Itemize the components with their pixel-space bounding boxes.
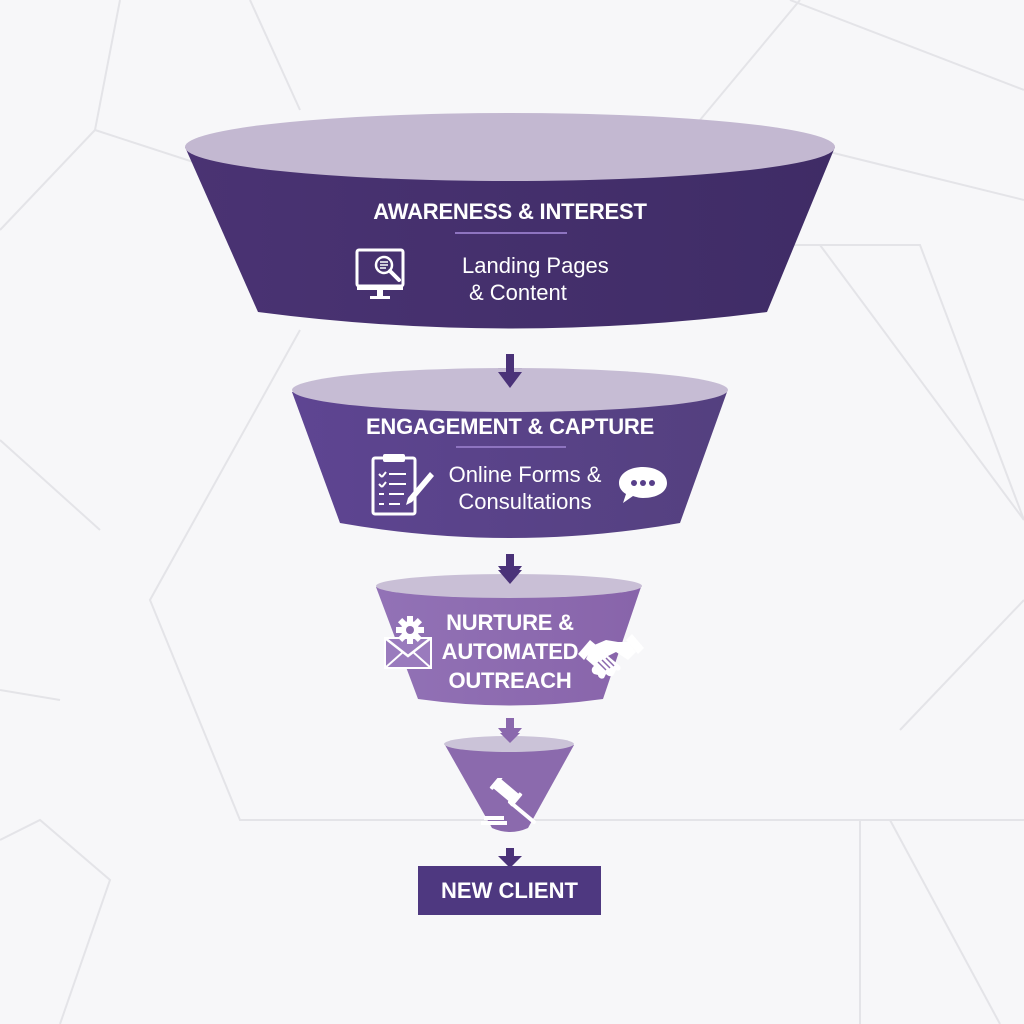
stage-1-subtitle-line1: Landing Pages	[462, 253, 609, 278]
funnel-stage-1-shape	[185, 113, 835, 329]
handshake-icon	[578, 634, 644, 679]
stage-3-title-line2: AUTOMATED	[441, 639, 579, 664]
new-client-label: NEW CLIENT	[441, 877, 578, 903]
gavel-icon	[481, 778, 536, 825]
stage-2-divider	[456, 446, 566, 448]
funnel-stage-3-shape	[376, 570, 642, 706]
stage-2-subtitle: Online Forms & Consultations	[440, 461, 610, 515]
stage-2-subtitle-line1: Online Forms &	[448, 462, 602, 487]
new-client-box: NEW CLIENT	[418, 866, 601, 915]
clipboard-pen-icon	[371, 454, 434, 516]
stage-2-title: ENGAGEMENT & CAPTURE	[365, 414, 655, 439]
monitor-search-icon	[355, 248, 405, 299]
chat-bubble-icon	[619, 467, 667, 503]
stage-1-title: AWARENESS & INTEREST	[373, 199, 647, 224]
stage-1-subtitle: Landing Pages & Content	[445, 252, 635, 306]
email-gear-icon	[384, 616, 432, 669]
stage-3-title: NURTURE & AUTOMATED OUTREACH	[430, 608, 590, 695]
stage-2-subtitle-line2: Consultations	[458, 489, 592, 514]
stage-1-subtitle-line2: & Content	[469, 280, 567, 305]
arrow-down-icon	[498, 848, 522, 868]
funnel-stage-2-shape	[292, 360, 728, 538]
stage-1-divider	[455, 232, 567, 234]
stage-3-title-line3: OUTREACH	[448, 668, 572, 693]
stage-3-title-line1: NURTURE &	[446, 610, 574, 635]
